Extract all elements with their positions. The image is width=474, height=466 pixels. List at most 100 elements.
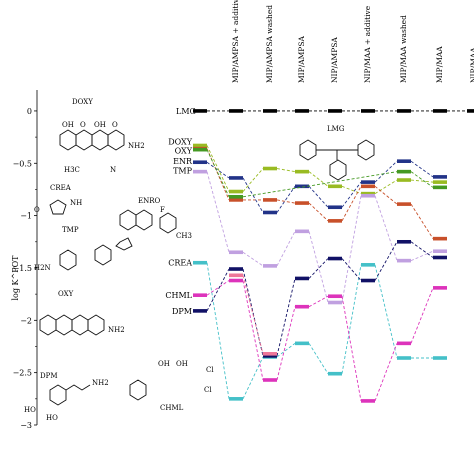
- series-connector: [308, 231, 329, 303]
- level-bar: [467, 109, 474, 113]
- level-label-chml: CHML: [165, 291, 192, 300]
- level-bar: [397, 159, 411, 163]
- series-chml: [193, 278, 447, 403]
- column-label: MIP/MAA: [435, 46, 444, 83]
- series-connector: [341, 296, 362, 402]
- svg-text:ENRO: ENRO: [138, 197, 161, 205]
- column-label: NIP/MAA: [469, 47, 474, 83]
- level-bar: [295, 276, 309, 281]
- level-label-tmp: TMP: [173, 167, 193, 176]
- y-tick-label: −2.5: [13, 369, 32, 378]
- svg-text:OXY: OXY: [58, 290, 74, 298]
- series-connector: [242, 268, 264, 357]
- level-bar: [328, 219, 342, 223]
- series-connector: [206, 149, 230, 197]
- level-bar: [397, 202, 411, 206]
- series-connector: [242, 280, 264, 381]
- lmg-structure: LMG: [299, 125, 375, 181]
- level-bar: [433, 249, 447, 254]
- y-axis: 0−0.5−1−1.5−2−2.5−3: [13, 90, 38, 430]
- svg-text:H3C: H3C: [64, 166, 80, 174]
- level-label-oxy: OXY: [175, 147, 193, 156]
- series-connector: [341, 185, 362, 195]
- column-label: NIP/MAA + additive: [363, 5, 372, 83]
- level-bar: [193, 160, 207, 165]
- level-bar: [433, 286, 447, 290]
- series-doxy: [193, 143, 447, 196]
- level-bar: [397, 341, 411, 346]
- svg-text:OH: OH: [94, 121, 106, 129]
- series-enr: [193, 159, 447, 215]
- level-bar: [193, 169, 207, 174]
- level-bar: [295, 184, 309, 189]
- series-connector: [374, 160, 398, 183]
- level-bar: [433, 185, 447, 190]
- enro-structure: ENRO F CH3: [115, 197, 192, 251]
- level-bar: [433, 356, 447, 360]
- level-bar: [263, 352, 277, 356]
- series-connector: [242, 177, 264, 213]
- level-bar: [229, 397, 243, 401]
- level-bar: [263, 109, 277, 113]
- series-connector: [308, 186, 329, 208]
- level-bar: [361, 184, 375, 189]
- level-label-dpm: DPM: [172, 307, 192, 316]
- level-bar: [328, 294, 342, 299]
- svg-text:CREA: CREA: [50, 184, 72, 192]
- series-connector: [276, 231, 296, 267]
- level-bar: [433, 109, 447, 113]
- series-connector: [242, 171, 398, 198]
- series-connector: [410, 171, 434, 188]
- column-label-lmg: LMG: [176, 107, 196, 116]
- series-rose-extra: [229, 273, 277, 356]
- level-bar: [433, 175, 447, 179]
- series-connector: [374, 195, 398, 261]
- svg-text:O: O: [34, 206, 40, 214]
- crea-structure: CREA O NH: [34, 184, 82, 215]
- oxy-structure: OXY NH2: [39, 290, 125, 336]
- level-bar: [295, 201, 309, 205]
- series-connector: [308, 343, 329, 374]
- level-label-doxy: DOXY: [168, 137, 193, 146]
- level-bar: [361, 109, 375, 113]
- series-connector: [242, 275, 264, 354]
- series-green-extra: [193, 147, 447, 199]
- level-bar: [328, 205, 342, 210]
- y-tick-label: −0.5: [13, 159, 32, 168]
- svg-text:Cl: Cl: [204, 386, 212, 394]
- series-connector: [242, 168, 264, 192]
- series-connector: [374, 185, 398, 205]
- series-connector: [341, 264, 362, 374]
- level-bar: [229, 189, 243, 194]
- svg-text:DOXY: DOXY: [72, 98, 93, 106]
- level-bar: [295, 109, 309, 113]
- level-bar: [263, 210, 277, 215]
- level-bar: [263, 378, 277, 382]
- series-connector: [374, 343, 398, 402]
- series-connector: [410, 241, 434, 258]
- level-bar: [229, 278, 243, 283]
- y-tick-label: −1.5: [13, 264, 32, 273]
- svg-text:Cl: Cl: [206, 366, 214, 374]
- dpm-structure: DPM NH2 HO HO: [24, 372, 109, 422]
- level-bar: [229, 267, 243, 271]
- series-connector: [410, 203, 434, 239]
- level-bar: [328, 184, 342, 189]
- level-bar: [397, 178, 411, 182]
- svg-text:LMG: LMG: [327, 125, 345, 133]
- column-label: MIP/AMPSA + additive: [231, 0, 240, 83]
- level-bar: [263, 264, 277, 268]
- level-label-crea: CREA: [168, 259, 192, 268]
- level-bar: [193, 293, 207, 297]
- level-bar: [328, 300, 342, 305]
- svg-text:NH2: NH2: [92, 379, 109, 387]
- series-layer: [193, 109, 474, 403]
- level-bar: [229, 250, 243, 255]
- level-bar: [328, 371, 342, 376]
- series-tmp: [193, 169, 447, 305]
- series-connector: [410, 250, 434, 262]
- series-connector: [206, 268, 230, 312]
- svg-text:OH: OH: [158, 360, 170, 368]
